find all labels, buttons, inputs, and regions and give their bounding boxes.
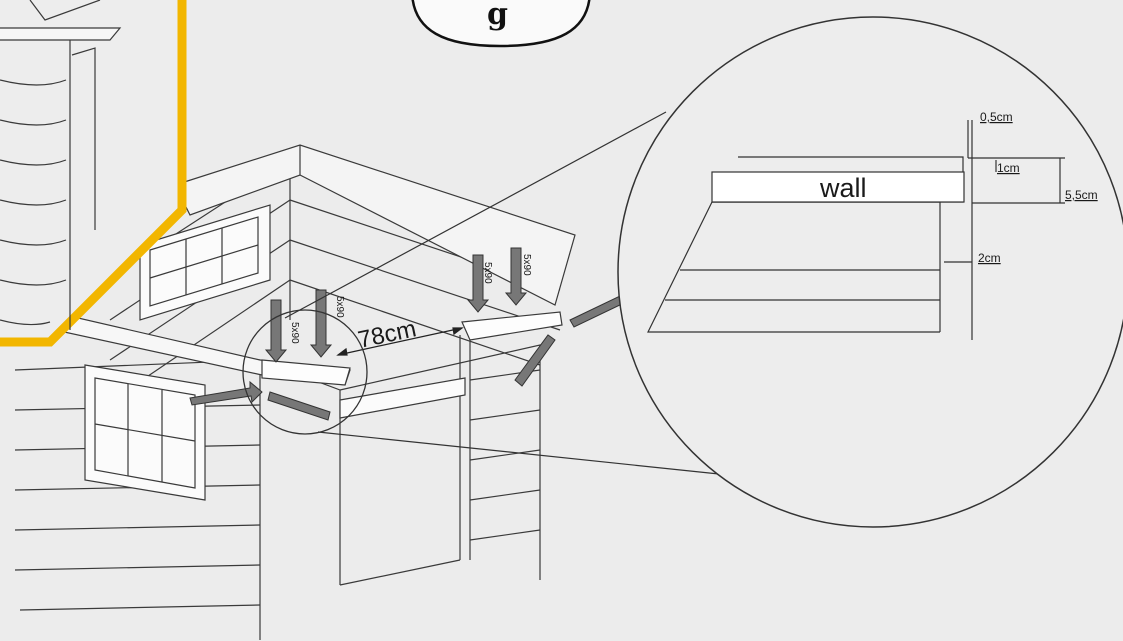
wall-band bbox=[711, 171, 965, 203]
screw-label-2: 5x90 bbox=[334, 296, 345, 318]
cabin-illustration bbox=[0, 144, 576, 640]
detail-magnified-view: wall 0,5cm 1cm 5,5cm 2cm bbox=[617, 16, 1123, 528]
gap-top-label: 0,5cm bbox=[980, 110, 1013, 124]
speech-bubble: g bbox=[411, 0, 591, 48]
total-height-label: 5,5cm bbox=[1065, 188, 1098, 202]
inset-panel bbox=[0, 0, 187, 347]
lower-window bbox=[84, 364, 206, 501]
bubble-label: g bbox=[487, 0, 508, 32]
screw-label-1: 5x90 bbox=[289, 322, 300, 344]
thickness-top-label: 1cm bbox=[997, 161, 1020, 175]
detail-marker-circle bbox=[242, 309, 368, 435]
detail-leader-top bbox=[284, 111, 667, 319]
screw-arrows bbox=[189, 247, 625, 421]
upper-window bbox=[139, 204, 271, 321]
screw-label-3: 5x90 bbox=[482, 262, 493, 284]
screw-label-4: 5x90 bbox=[521, 254, 532, 276]
wall-label: wall bbox=[819, 173, 867, 203]
spacing-label: 78cm bbox=[356, 315, 419, 354]
spacing-dimension bbox=[336, 327, 464, 356]
detail-leader-bottom bbox=[317, 431, 739, 477]
overhang-label: 2cm bbox=[978, 251, 1001, 265]
